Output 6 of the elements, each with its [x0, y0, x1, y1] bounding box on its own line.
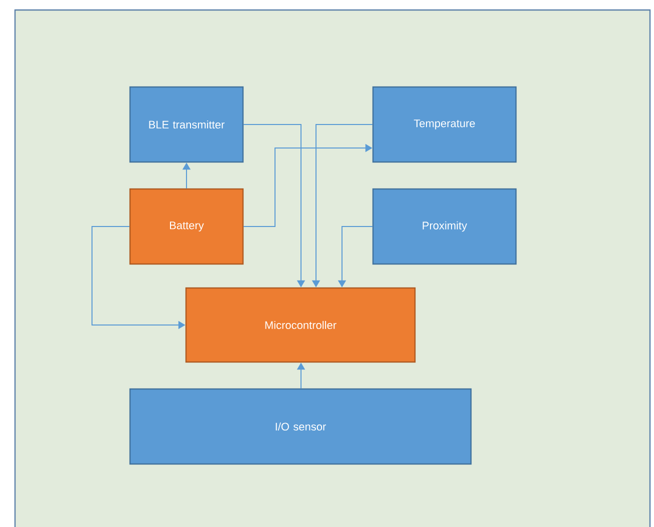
block-box: Battery: [129, 188, 244, 265]
block-box: Proximity: [372, 188, 517, 265]
block-box: I/O sensor: [129, 388, 472, 465]
block-box: Microcontroller: [185, 287, 416, 363]
block-box: Temperature: [372, 86, 517, 163]
block-box: BLE transmitter: [129, 86, 244, 163]
